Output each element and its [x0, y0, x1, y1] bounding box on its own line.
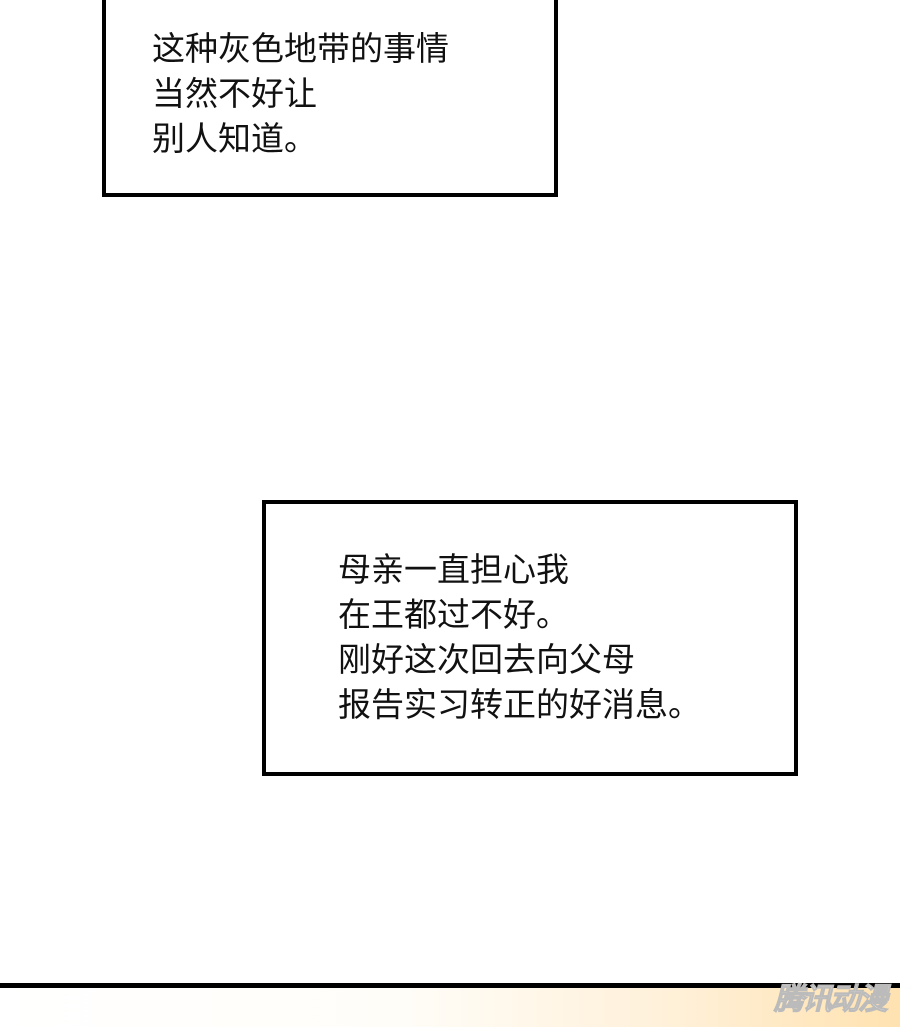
watermark-logo: 腾讯动漫: [774, 982, 889, 1018]
speech-box-2: 母亲一直担心我 在王都过不好。 刚好这次回去向父母 报告实习转正的好消息。: [262, 500, 798, 776]
caption-line: 母亲一直担心我: [338, 550, 569, 589]
next-panel-edge: [0, 988, 900, 1027]
caption-line: 别人知道。: [152, 119, 317, 158]
caption-line: 刚好这次回去向父母: [338, 640, 635, 679]
panel-border-line: [0, 983, 900, 988]
caption-line: 报告实习转正的好消息。: [338, 685, 701, 724]
caption-line: 在王都过不好。: [338, 595, 569, 634]
caption-text-1: 这种灰色地带的事情 当然不好让 别人知道。: [152, 26, 449, 161]
speech-box-1: 这种灰色地带的事情 当然不好让 别人知道。: [102, 0, 558, 197]
caption-line: 这种灰色地带的事情: [152, 29, 449, 68]
caption-line: 当然不好让: [152, 74, 317, 113]
caption-text-2: 母亲一直担心我 在王都过不好。 刚好这次回去向父母 报告实习转正的好消息。: [338, 547, 701, 727]
